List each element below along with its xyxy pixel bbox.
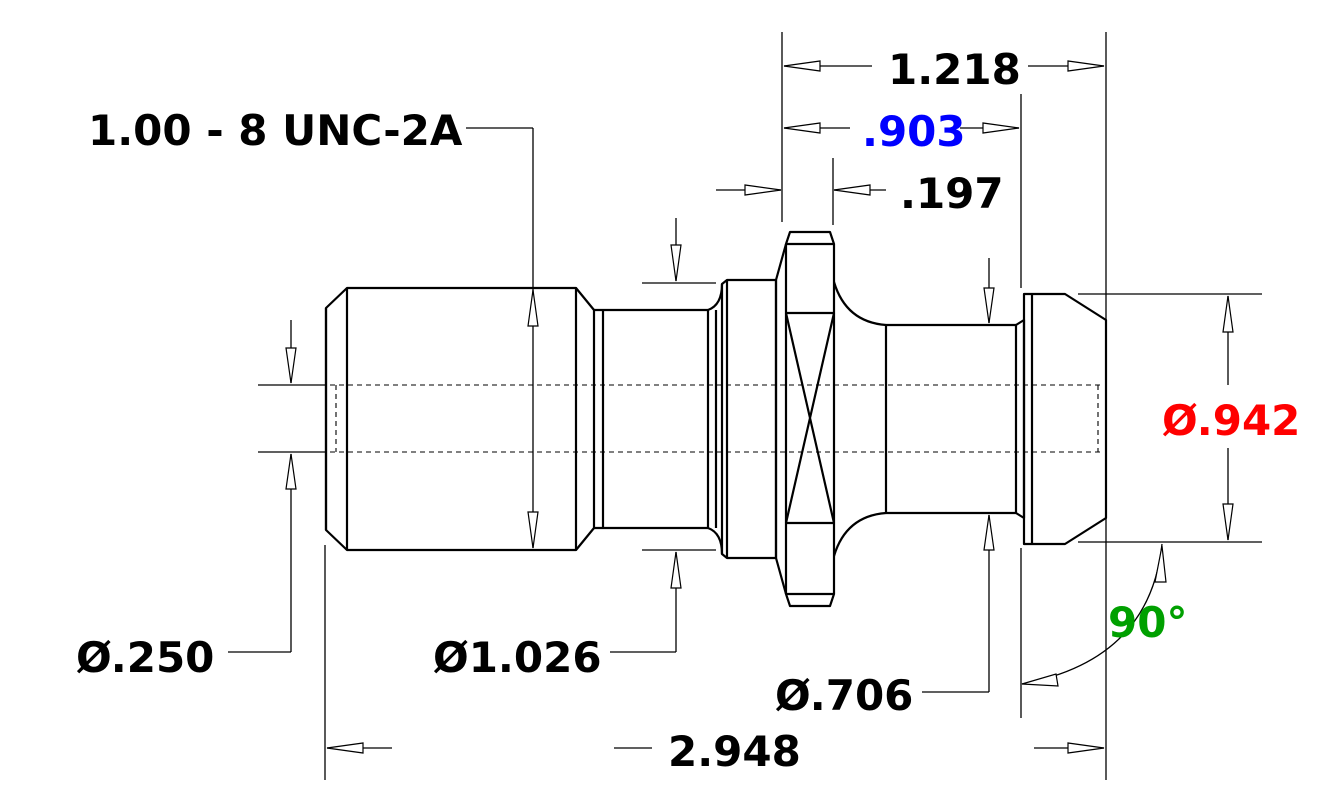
length-903-label: .903 [862, 107, 966, 156]
dimension-lines [228, 60, 1234, 754]
diameter-1026-label: Ø1.026 [433, 633, 602, 682]
arrow [983, 287, 995, 324]
extension-lines [258, 32, 1262, 780]
arrow [833, 184, 871, 196]
diameter-942-label: Ø.942 [1162, 396, 1300, 445]
arrow [783, 122, 821, 134]
arrow [744, 184, 782, 196]
arrow [670, 551, 682, 589]
arrow [1067, 742, 1105, 754]
arrow [285, 453, 297, 490]
flange [774, 230, 836, 608]
length-197-label: .197 [900, 169, 1004, 218]
thread-spec-label: 1.00 - 8 UNC-2A [88, 106, 463, 155]
arrow [1067, 60, 1105, 72]
angle-90-label: 90° [1108, 598, 1187, 647]
arrow [1154, 545, 1167, 583]
neck-section [594, 308, 708, 530]
head-section [1022, 292, 1108, 546]
length-2948-label: 2.948 [668, 727, 801, 776]
collar [720, 278, 778, 560]
threaded-section [324, 286, 578, 552]
center-bore [330, 384, 1104, 453]
arrow [783, 60, 821, 72]
arrow [527, 289, 539, 327]
arrow [285, 347, 297, 384]
arrow [670, 244, 682, 282]
arrow [1222, 295, 1234, 333]
diameter-706-label: Ø.706 [775, 671, 913, 720]
length-1218-label: 1.218 [888, 45, 1021, 94]
shank-section [886, 323, 1016, 515]
diameter-250-label: Ø.250 [76, 633, 214, 682]
arrow [1222, 503, 1234, 541]
part-outline [324, 230, 1108, 608]
dimension-labels: 1.00 - 8 UNC-2A 1.218 .903 .197 Ø.942 90… [76, 45, 1300, 776]
arrow [527, 511, 539, 549]
arrow [326, 742, 364, 754]
arrow [1021, 673, 1059, 687]
arrow [982, 122, 1020, 134]
arrow [983, 514, 995, 551]
